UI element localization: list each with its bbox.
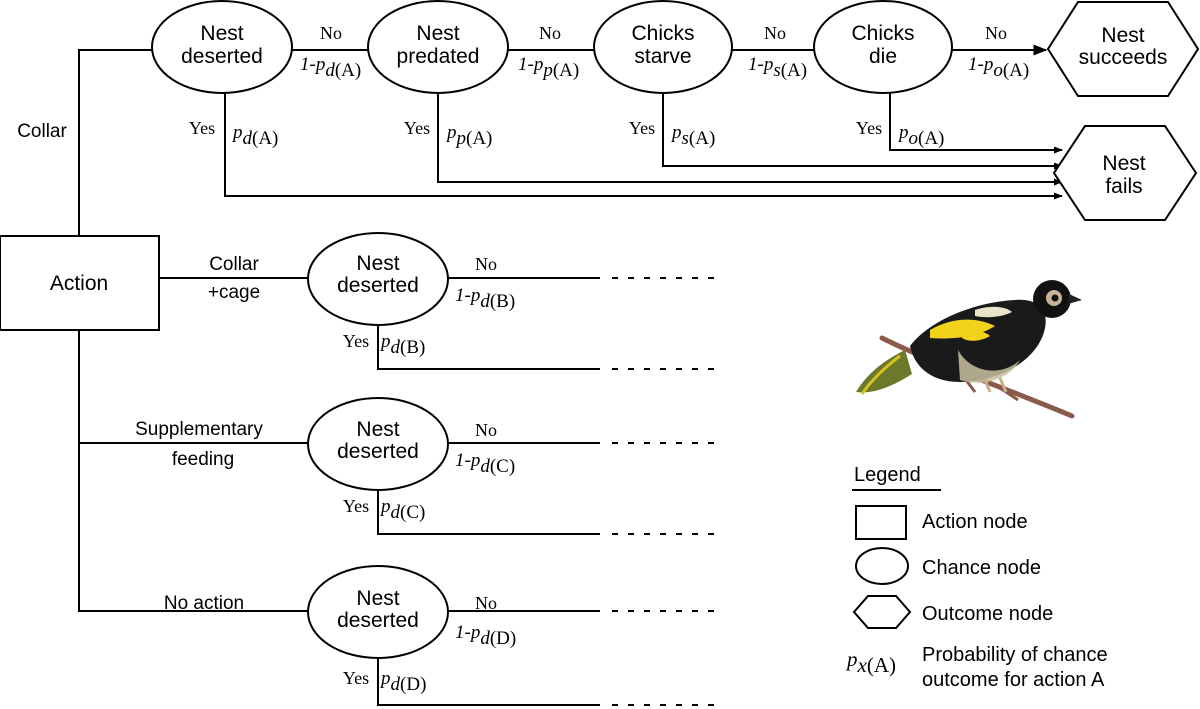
chance-node-nest-deserted-b: Nest deserted	[307, 232, 449, 326]
no-probability-label: 1-po(A)	[968, 54, 1029, 81]
chance-node-line1: Nest	[200, 22, 243, 45]
yes-probability-label: po(A)	[897, 122, 944, 149]
branch-a-label: Collar	[17, 121, 67, 142]
no-label: No	[475, 593, 497, 613]
yes-link-a-4	[889, 92, 1063, 154]
legend-action-icon	[855, 505, 907, 540]
no-label: No	[539, 23, 561, 43]
yes-probability-label: pp(A)	[445, 122, 492, 149]
branch-c-label-2: feeding	[172, 449, 234, 470]
yes-label: Yes	[629, 118, 655, 138]
chance-node-line2: predated	[397, 45, 480, 68]
no-probability-label: 1-ps(A)	[748, 54, 807, 81]
no-probability-label: 1-pp(A)	[518, 54, 579, 81]
yes-label: Yes	[343, 496, 369, 516]
branch-c-chain: Nest deserted No 1-pd(C) Yes pd(C)	[307, 397, 714, 535]
legend-probability-desc-1: Probability of chance	[922, 644, 1108, 666]
yes-probability-label: ps(A)	[670, 122, 715, 149]
no-probability-label: 1-pd(C)	[455, 450, 515, 477]
yes-label: Yes	[856, 118, 882, 138]
chance-node-nest-deserted-c: Nest deserted	[307, 397, 449, 491]
yes-link-a-3	[662, 92, 1063, 170]
chance-node-nest-predated: Nest predated	[367, 0, 509, 94]
yes-label: Yes	[343, 331, 369, 351]
outcome-node-nest-fails: Nest fails	[1052, 125, 1198, 221]
legend-chance-icon	[855, 547, 909, 585]
branch-b-chain: Nest deserted No 1-pd(B) Yes pd(B)	[307, 232, 714, 370]
yes-probability-label: pd(B)	[379, 331, 425, 358]
no-label: No	[764, 23, 786, 43]
outcome-line1: Nest	[1102, 152, 1145, 175]
chance-node-line1: Nest	[356, 252, 399, 275]
yes-probability-label: pd(A)	[231, 122, 278, 149]
outcome-line1: Nest	[1101, 24, 1144, 47]
chance-node-line1: Nest	[356, 418, 399, 441]
no-probability-label: 1-pd(D)	[455, 622, 516, 649]
chance-node-line2: deserted	[337, 274, 419, 297]
trunk-lines	[78, 49, 308, 612]
chance-node-line1: Nest	[356, 587, 399, 610]
no-label: No	[475, 254, 497, 274]
branch-b-label-1: Collar	[209, 254, 259, 275]
chance-node-nest-deserted-a: Nest deserted	[151, 0, 293, 94]
outcome-line2: succeeds	[1079, 46, 1168, 69]
outcome-node-nest-succeeds: Nest succeeds	[1046, 1, 1200, 97]
yes-label: Yes	[189, 118, 215, 138]
legend-outcome-label: Outcome node	[922, 603, 1053, 625]
no-label: No	[985, 23, 1007, 43]
branch-c-label-1: Supplementary	[135, 419, 263, 440]
chance-node-line1: Chicks	[851, 22, 914, 45]
yes-link-a-1	[224, 92, 1063, 200]
chance-node-line1: Chicks	[631, 22, 694, 45]
bird-icon	[856, 280, 1082, 419]
chance-node-chicks-starve: Chicks starve	[593, 0, 733, 94]
yes-label: Yes	[343, 668, 369, 688]
legend-probability-desc-2: outcome for action A	[922, 669, 1105, 691]
branch-line-d	[78, 330, 308, 612]
outcome-line2: fails	[1105, 175, 1142, 198]
yes-label: Yes	[404, 118, 430, 138]
chance-node-line2: deserted	[181, 45, 263, 68]
chance-node-line2: die	[869, 45, 897, 68]
branch-line-a	[78, 49, 152, 236]
branch-d-label: No action	[164, 593, 244, 614]
no-label: No	[475, 420, 497, 440]
yes-probability-label: pd(D)	[379, 668, 426, 695]
legend-action-label: Action node	[922, 511, 1028, 533]
no-probability-label: 1-pd(A)	[300, 54, 361, 81]
legend-chance-label: Chance node	[922, 557, 1041, 579]
chance-node-line2: deserted	[337, 609, 419, 632]
no-probability-label: 1-pd(B)	[455, 285, 515, 312]
chance-node-line1: Nest	[416, 22, 459, 45]
legend: Legend Action node Chance node Outcome n…	[845, 464, 1108, 691]
action-node: Action	[0, 235, 160, 331]
branch-d-chain: Nest deserted No 1-pd(D) Yes pd(D)	[307, 565, 714, 706]
yes-link-a-2	[437, 92, 1063, 186]
branch-a-chain: Nest deserted Nest predated Chicks starv…	[151, 0, 1063, 200]
chance-node-line2: starve	[634, 45, 691, 68]
chance-node-line2: deserted	[337, 440, 419, 463]
no-label: No	[320, 23, 342, 43]
legend-probability-symbol: px(A)	[845, 647, 896, 677]
chance-node-chicks-die: Chicks die	[813, 0, 953, 94]
branch-b-label-2: +cage	[208, 282, 260, 303]
yes-probability-label: pd(C)	[379, 496, 425, 523]
action-node-label: Action	[50, 272, 108, 295]
legend-outcome-icon	[852, 595, 912, 629]
legend-title: Legend	[854, 464, 921, 486]
action-node-rect	[0, 235, 160, 331]
chance-node-nest-deserted-d: Nest deserted	[307, 565, 449, 659]
